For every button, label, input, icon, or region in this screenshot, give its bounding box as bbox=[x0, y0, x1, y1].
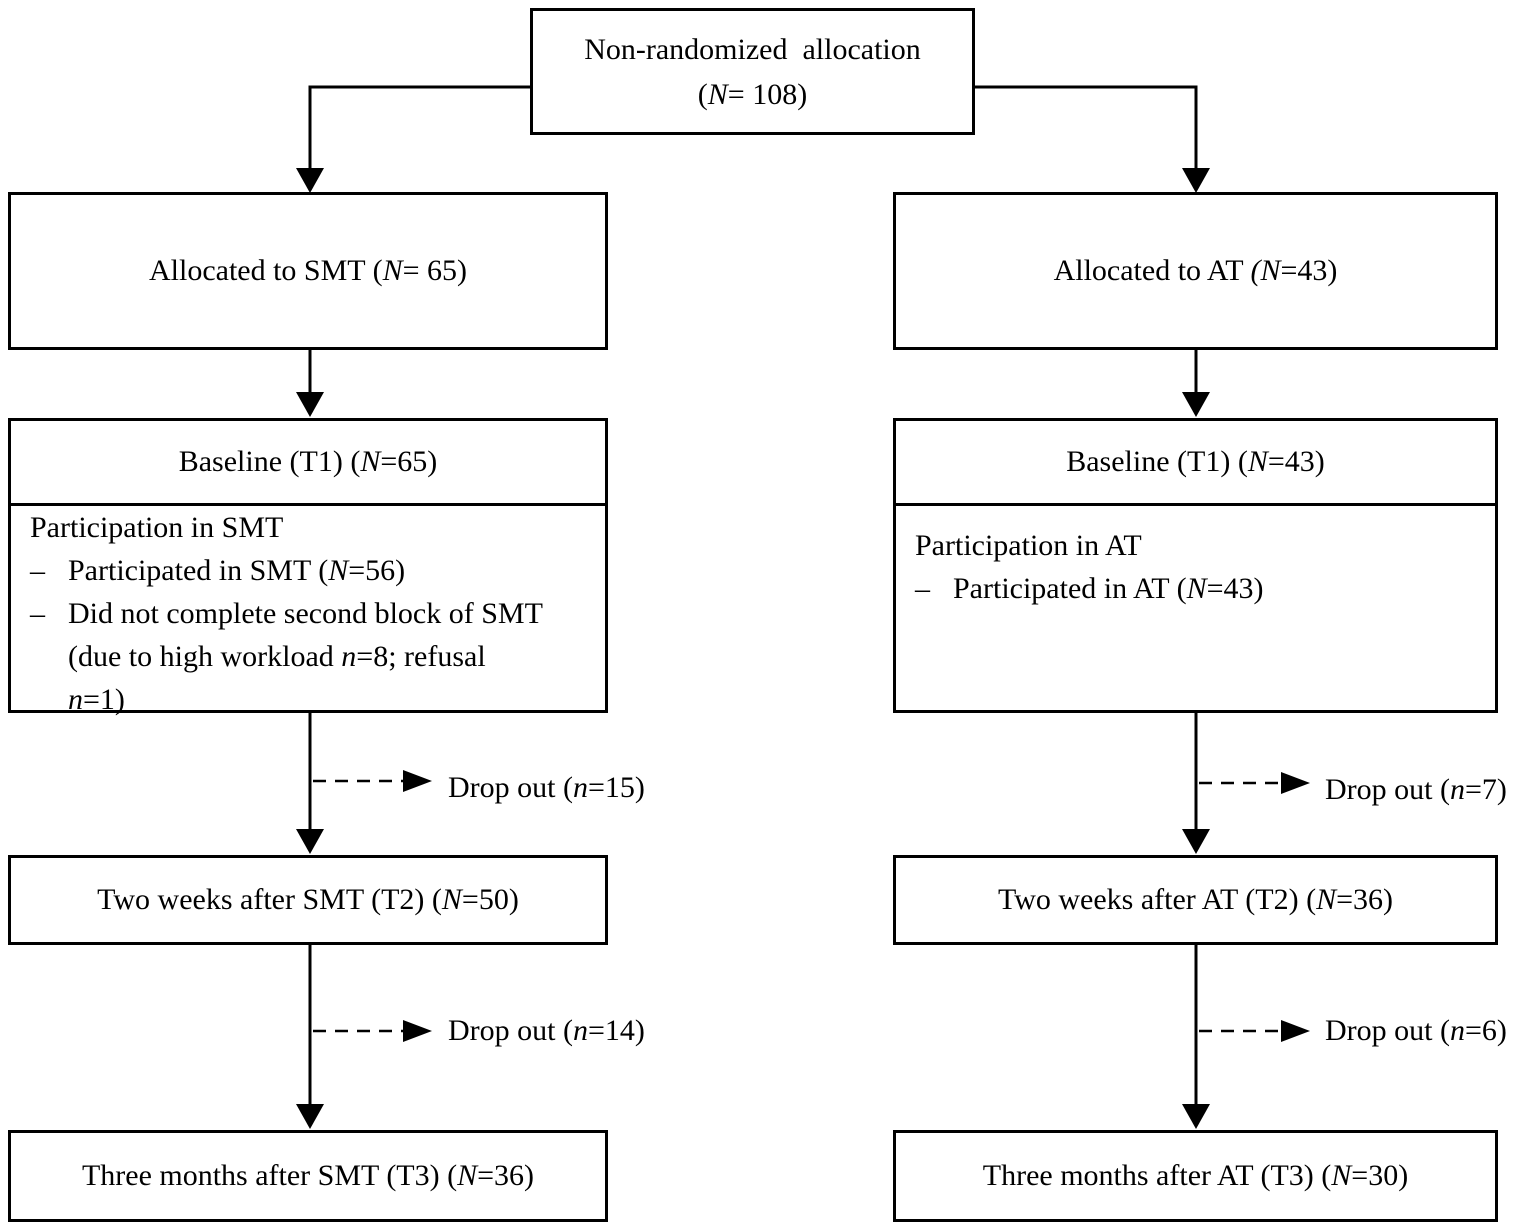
baseline-smt-label: Baseline (T1) (N=65) bbox=[178, 445, 438, 478]
arrow-smt-to-baseline bbox=[296, 350, 324, 417]
baseline-smt-box: Baseline (T1) (N=65) Participation in SM… bbox=[8, 418, 608, 716]
participation-smt-item: – Participated in SMT (N=56) bbox=[30, 549, 597, 592]
dashed-arrow-at-dropout-1 bbox=[1199, 772, 1310, 794]
participation-at-item-text: Participated in AT (N=43) bbox=[953, 572, 1264, 605]
dashed-arrow-smt-dropout-1 bbox=[313, 770, 432, 792]
arrow-at-to-t2 bbox=[1182, 713, 1210, 854]
t2-smt-box: Two weeks after SMT (T2) (N=50) bbox=[8, 855, 608, 945]
t3-at-label: Three months after AT (T3) (N=30) bbox=[982, 1159, 1409, 1192]
baseline-at-label: Baseline (T1) (N=43) bbox=[1066, 445, 1325, 478]
arrow-top-to-at bbox=[973, 85, 1210, 193]
arrow-at-to-t3 bbox=[1182, 945, 1210, 1129]
allocated-at-box: Allocated to AT (N=43) bbox=[893, 192, 1498, 350]
participation-at-section: Participation in AT – Participated in AT… bbox=[896, 506, 1495, 710]
dashed-arrow-at-dropout-2 bbox=[1199, 1020, 1310, 1042]
list-dash-marker: – bbox=[30, 554, 45, 587]
list-dash-marker: – bbox=[915, 572, 930, 605]
participation-at-item: – Participated in AT (N=43) bbox=[915, 567, 1487, 610]
t2-at-label: Two weeks after AT (T2) (N=36) bbox=[997, 883, 1393, 916]
allocated-smt-label: Allocated to SMT (N= 65) bbox=[148, 254, 468, 287]
list-dash-marker: – bbox=[30, 597, 45, 630]
allocated-smt-box: Allocated to SMT (N= 65) bbox=[8, 192, 608, 350]
participation-smt-item: – Did not complete second block of SMT (… bbox=[30, 592, 597, 721]
t3-at-box: Three months after AT (T3) (N=30) bbox=[893, 1130, 1498, 1222]
baseline-smt-header: Baseline (T1) (N=65) bbox=[11, 421, 605, 506]
t2-smt-label: Two weeks after SMT (T2) (N=50) bbox=[97, 883, 519, 916]
participation-smt-section: Participation in SMT – Participated in S… bbox=[11, 506, 605, 721]
allocation-title: Non-randomized allocation bbox=[584, 32, 921, 66]
dropout-at-2-label: Drop out (n=6) bbox=[1325, 1014, 1507, 1047]
dropout-at-1-label: Drop out (n=7) bbox=[1325, 773, 1507, 806]
allocation-n: (N= 108) bbox=[697, 77, 808, 111]
baseline-at-box: Baseline (T1) (N=43) Participation in AT… bbox=[893, 418, 1498, 713]
participation-smt-heading: Participation in SMT bbox=[30, 511, 284, 544]
baseline-at-header: Baseline (T1) (N=43) bbox=[896, 421, 1495, 506]
dropout-smt-1-label: Drop out (n=15) bbox=[448, 771, 645, 804]
arrow-smt-to-t2 bbox=[296, 713, 324, 854]
allocated-at-label: Allocated to AT (N=43) bbox=[1053, 254, 1338, 287]
participation-at-heading: Participation in AT bbox=[915, 529, 1142, 562]
arrow-smt-to-t3 bbox=[296, 945, 324, 1129]
arrow-top-to-smt bbox=[296, 85, 532, 193]
participation-smt-item-text: Participated in SMT (N=56) bbox=[68, 554, 406, 587]
arrow-at-to-baseline bbox=[1182, 350, 1210, 417]
dashed-arrow-smt-dropout-2 bbox=[313, 1020, 432, 1042]
t3-smt-box: Three months after SMT (T3) (N=36) bbox=[8, 1130, 608, 1222]
participation-smt-item-text: Did not complete second block of SMT (du… bbox=[68, 597, 543, 716]
t2-at-box: Two weeks after AT (T2) (N=36) bbox=[893, 855, 1498, 945]
dropout-smt-2-label: Drop out (n=14) bbox=[448, 1014, 645, 1047]
t3-smt-label: Three months after SMT (T3) (N=36) bbox=[81, 1159, 535, 1192]
non-randomized-allocation-box: Non-randomized allocation (N= 108) bbox=[530, 8, 975, 135]
